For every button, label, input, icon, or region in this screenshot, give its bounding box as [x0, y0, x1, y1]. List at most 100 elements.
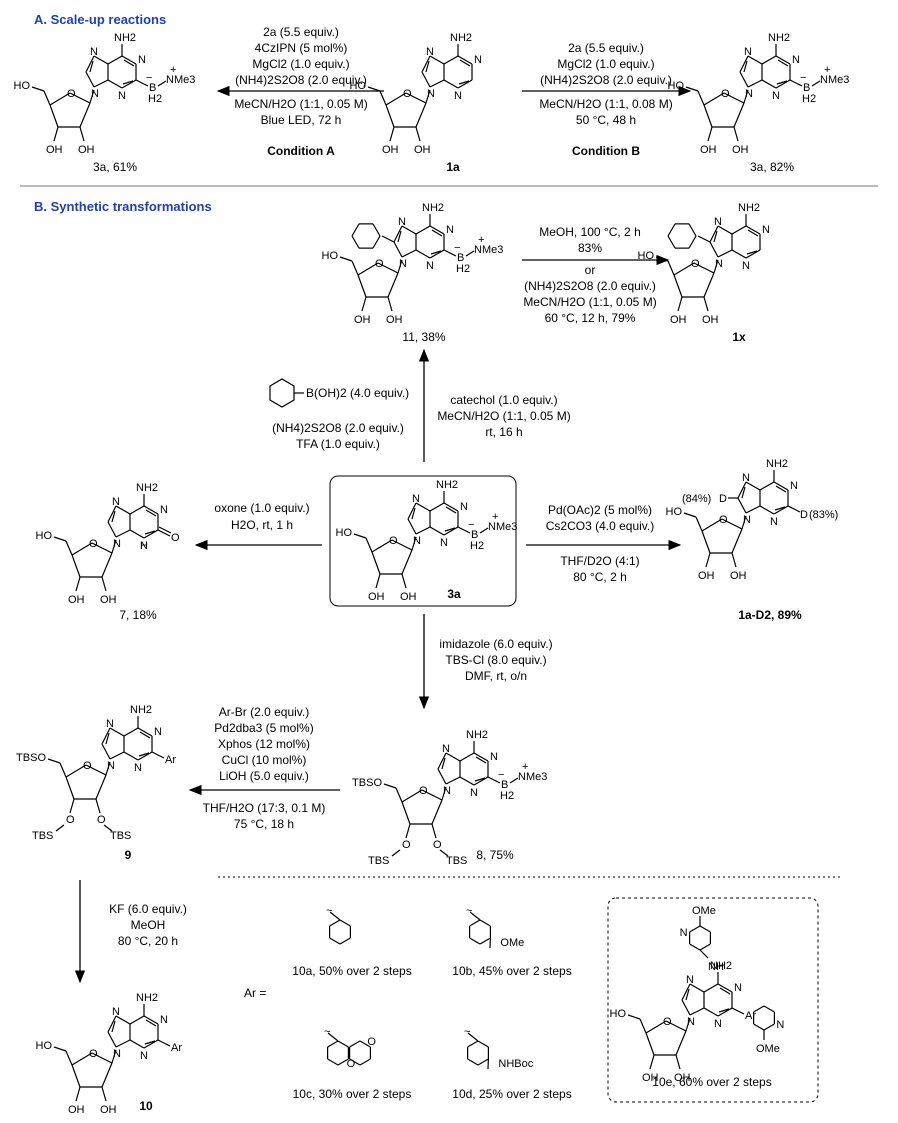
atom-label: HO [336, 527, 353, 539]
bond [405, 823, 411, 839]
bond [129, 1039, 145, 1049]
atom-label: HO [666, 506, 683, 518]
bond [475, 756, 487, 764]
svg-text:MeOH, 100 °C, 2 h: MeOH, 100 °C, 2 h [539, 225, 641, 239]
bond [389, 126, 395, 142]
bond [429, 55, 445, 65]
atom-label: N [772, 90, 780, 102]
bond [457, 79, 473, 89]
bond [143, 1015, 159, 1025]
bond [741, 515, 747, 530]
bond [759, 481, 775, 491]
bond [787, 505, 801, 513]
condition-b-text: 2a (5.5 equiv.) MgCl2 (1.0 equiv.) (NH4)… [539, 41, 672, 158]
atom-label: HO [14, 80, 31, 92]
bond [157, 529, 171, 537]
atom-label: N [474, 54, 482, 66]
entry-10a-label: 10a, 50% over 2 steps [292, 964, 411, 978]
atom-label: OH [382, 144, 399, 156]
atom-label: N [113, 1048, 121, 1060]
atom-label: NH2 [136, 992, 158, 1004]
atom-label: OH [354, 314, 371, 326]
atom-label: − [800, 72, 806, 84]
bond [645, 1020, 667, 1034]
bond [688, 235, 697, 249]
bond [411, 507, 416, 520]
atom-label: NH2 [710, 960, 732, 972]
bond [443, 502, 459, 512]
bond [776, 80, 788, 85]
bond [763, 1023, 775, 1031]
svg-text:catechol (1.0 equiv.): catechol (1.0 equiv.) [450, 393, 557, 407]
bond [683, 512, 697, 518]
bond [469, 919, 481, 927]
bond [430, 250, 442, 255]
bond [327, 1058, 339, 1066]
atom-label: OH [78, 144, 95, 156]
bond [477, 1058, 489, 1066]
svg-text:Ar-Br (2.0 equiv.): Ar-Br (2.0 equiv.) [219, 705, 309, 719]
bond [135, 79, 149, 87]
bond [158, 526, 172, 534]
atom-label: Ar [165, 754, 176, 766]
atom-label: N [714, 1018, 722, 1030]
atom-label: B [457, 252, 464, 264]
atom-label: HO [638, 250, 655, 262]
svg-text:Condition B: Condition B [572, 144, 640, 158]
atom-label: OH [68, 1104, 85, 1116]
bond [649, 1054, 655, 1070]
bond [143, 529, 159, 539]
atom-label: N [792, 54, 800, 66]
atom-label: N [715, 258, 723, 270]
bond [429, 502, 445, 512]
section-a-heading: A. Scale-up reactions [34, 12, 166, 27]
atom-label: OH [702, 314, 719, 326]
bond [689, 925, 701, 933]
bond [431, 799, 443, 825]
atom-label: ~ [464, 1026, 470, 1038]
bond [667, 235, 676, 249]
svg-text:(NH4)2S2O8 (2.0 equiv.): (NH4)2S2O8 (2.0 equiv.) [524, 279, 656, 293]
bond [685, 1017, 691, 1032]
atom-label: ~ [324, 1026, 330, 1038]
atom-label: NH2 [766, 458, 788, 470]
bond [111, 510, 116, 523]
atom-label: NH2 [422, 202, 444, 214]
atom-label: TBS [446, 855, 467, 867]
atom-label: N [714, 216, 722, 228]
center-3a-box [329, 475, 517, 607]
bond [107, 79, 123, 89]
bond [665, 1020, 687, 1032]
bond [401, 549, 413, 575]
atom-label: O [83, 760, 92, 772]
atom-label: N [398, 216, 406, 228]
atom-label: N [112, 496, 120, 508]
bond [91, 542, 113, 554]
atom-label: N [687, 1016, 695, 1028]
atom-label: NH2 [738, 202, 760, 214]
svg-text:THF/H2O (17:3, 0.1 M): THF/H2O (17:3, 0.1 M) [203, 801, 326, 815]
bond [747, 229, 759, 237]
bond [457, 526, 471, 534]
bond [339, 256, 353, 262]
atom-label: O [347, 1058, 356, 1070]
atom-label: OH [698, 570, 715, 582]
bond [731, 552, 737, 568]
bond [465, 250, 475, 257]
svg-text:83%: 83% [578, 241, 602, 255]
bond [123, 751, 139, 761]
bond [773, 481, 789, 491]
entry-10e-label: 10e, 60% over 2 steps [652, 1075, 771, 1089]
atom-label: O [403, 88, 412, 100]
atom-label: D [719, 493, 727, 505]
atom-label: OH [732, 144, 749, 156]
bond [383, 783, 397, 789]
atom-label: N [427, 88, 435, 100]
bond [107, 505, 117, 523]
bond [705, 552, 711, 568]
atom-label: N [160, 504, 168, 516]
atom-label: NH2 [768, 32, 790, 44]
bond [697, 90, 705, 106]
atom-label: OH [414, 144, 431, 156]
bond [479, 937, 491, 945]
